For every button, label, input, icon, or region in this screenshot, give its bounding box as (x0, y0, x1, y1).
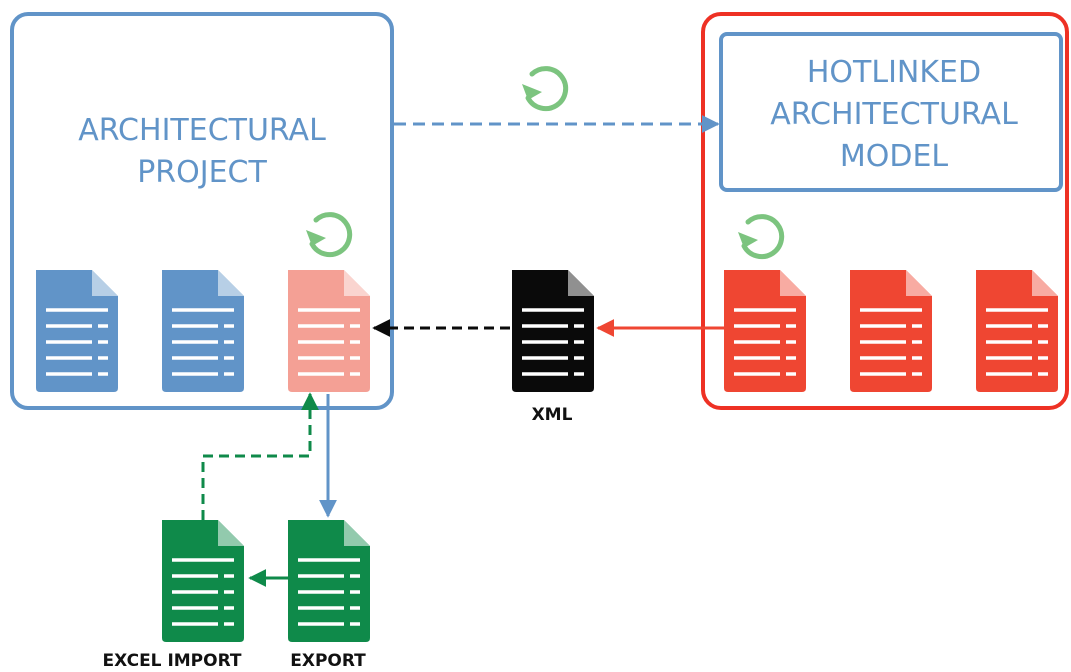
document-icon (974, 268, 1060, 394)
hotlinked-model-title-line1: HOTLINKED (807, 55, 981, 90)
excel-import-label: EXCEL IMPORT (102, 651, 241, 671)
export-document-icon (286, 518, 372, 644)
document-icon (848, 268, 934, 394)
refresh-icon (738, 217, 782, 257)
document-icon (722, 268, 808, 394)
architectural-project-title-line1: ARCHITECTURAL (78, 113, 326, 148)
document-icon (160, 268, 246, 394)
xml-document-icon (510, 268, 596, 394)
hotlinked-model-box (719, 32, 1063, 192)
document-icon (286, 268, 372, 394)
document-icon (34, 268, 120, 394)
export-label: EXPORT (290, 651, 366, 671)
architectural-project-frame (10, 12, 394, 410)
hotlinked-model-title-line2: ARCHITECTURAL (770, 97, 1018, 132)
excel-import-arrow (201, 392, 319, 520)
hotlinked-frame (701, 12, 1069, 410)
xml-label: XML (532, 405, 573, 425)
refresh-icon (522, 69, 566, 109)
refresh-icon (306, 215, 350, 255)
hotlinked-model-title-line3: MODEL (840, 139, 949, 174)
architectural-project-title-line2: PROJECT (137, 155, 267, 190)
excel-import-document-icon (160, 518, 246, 644)
